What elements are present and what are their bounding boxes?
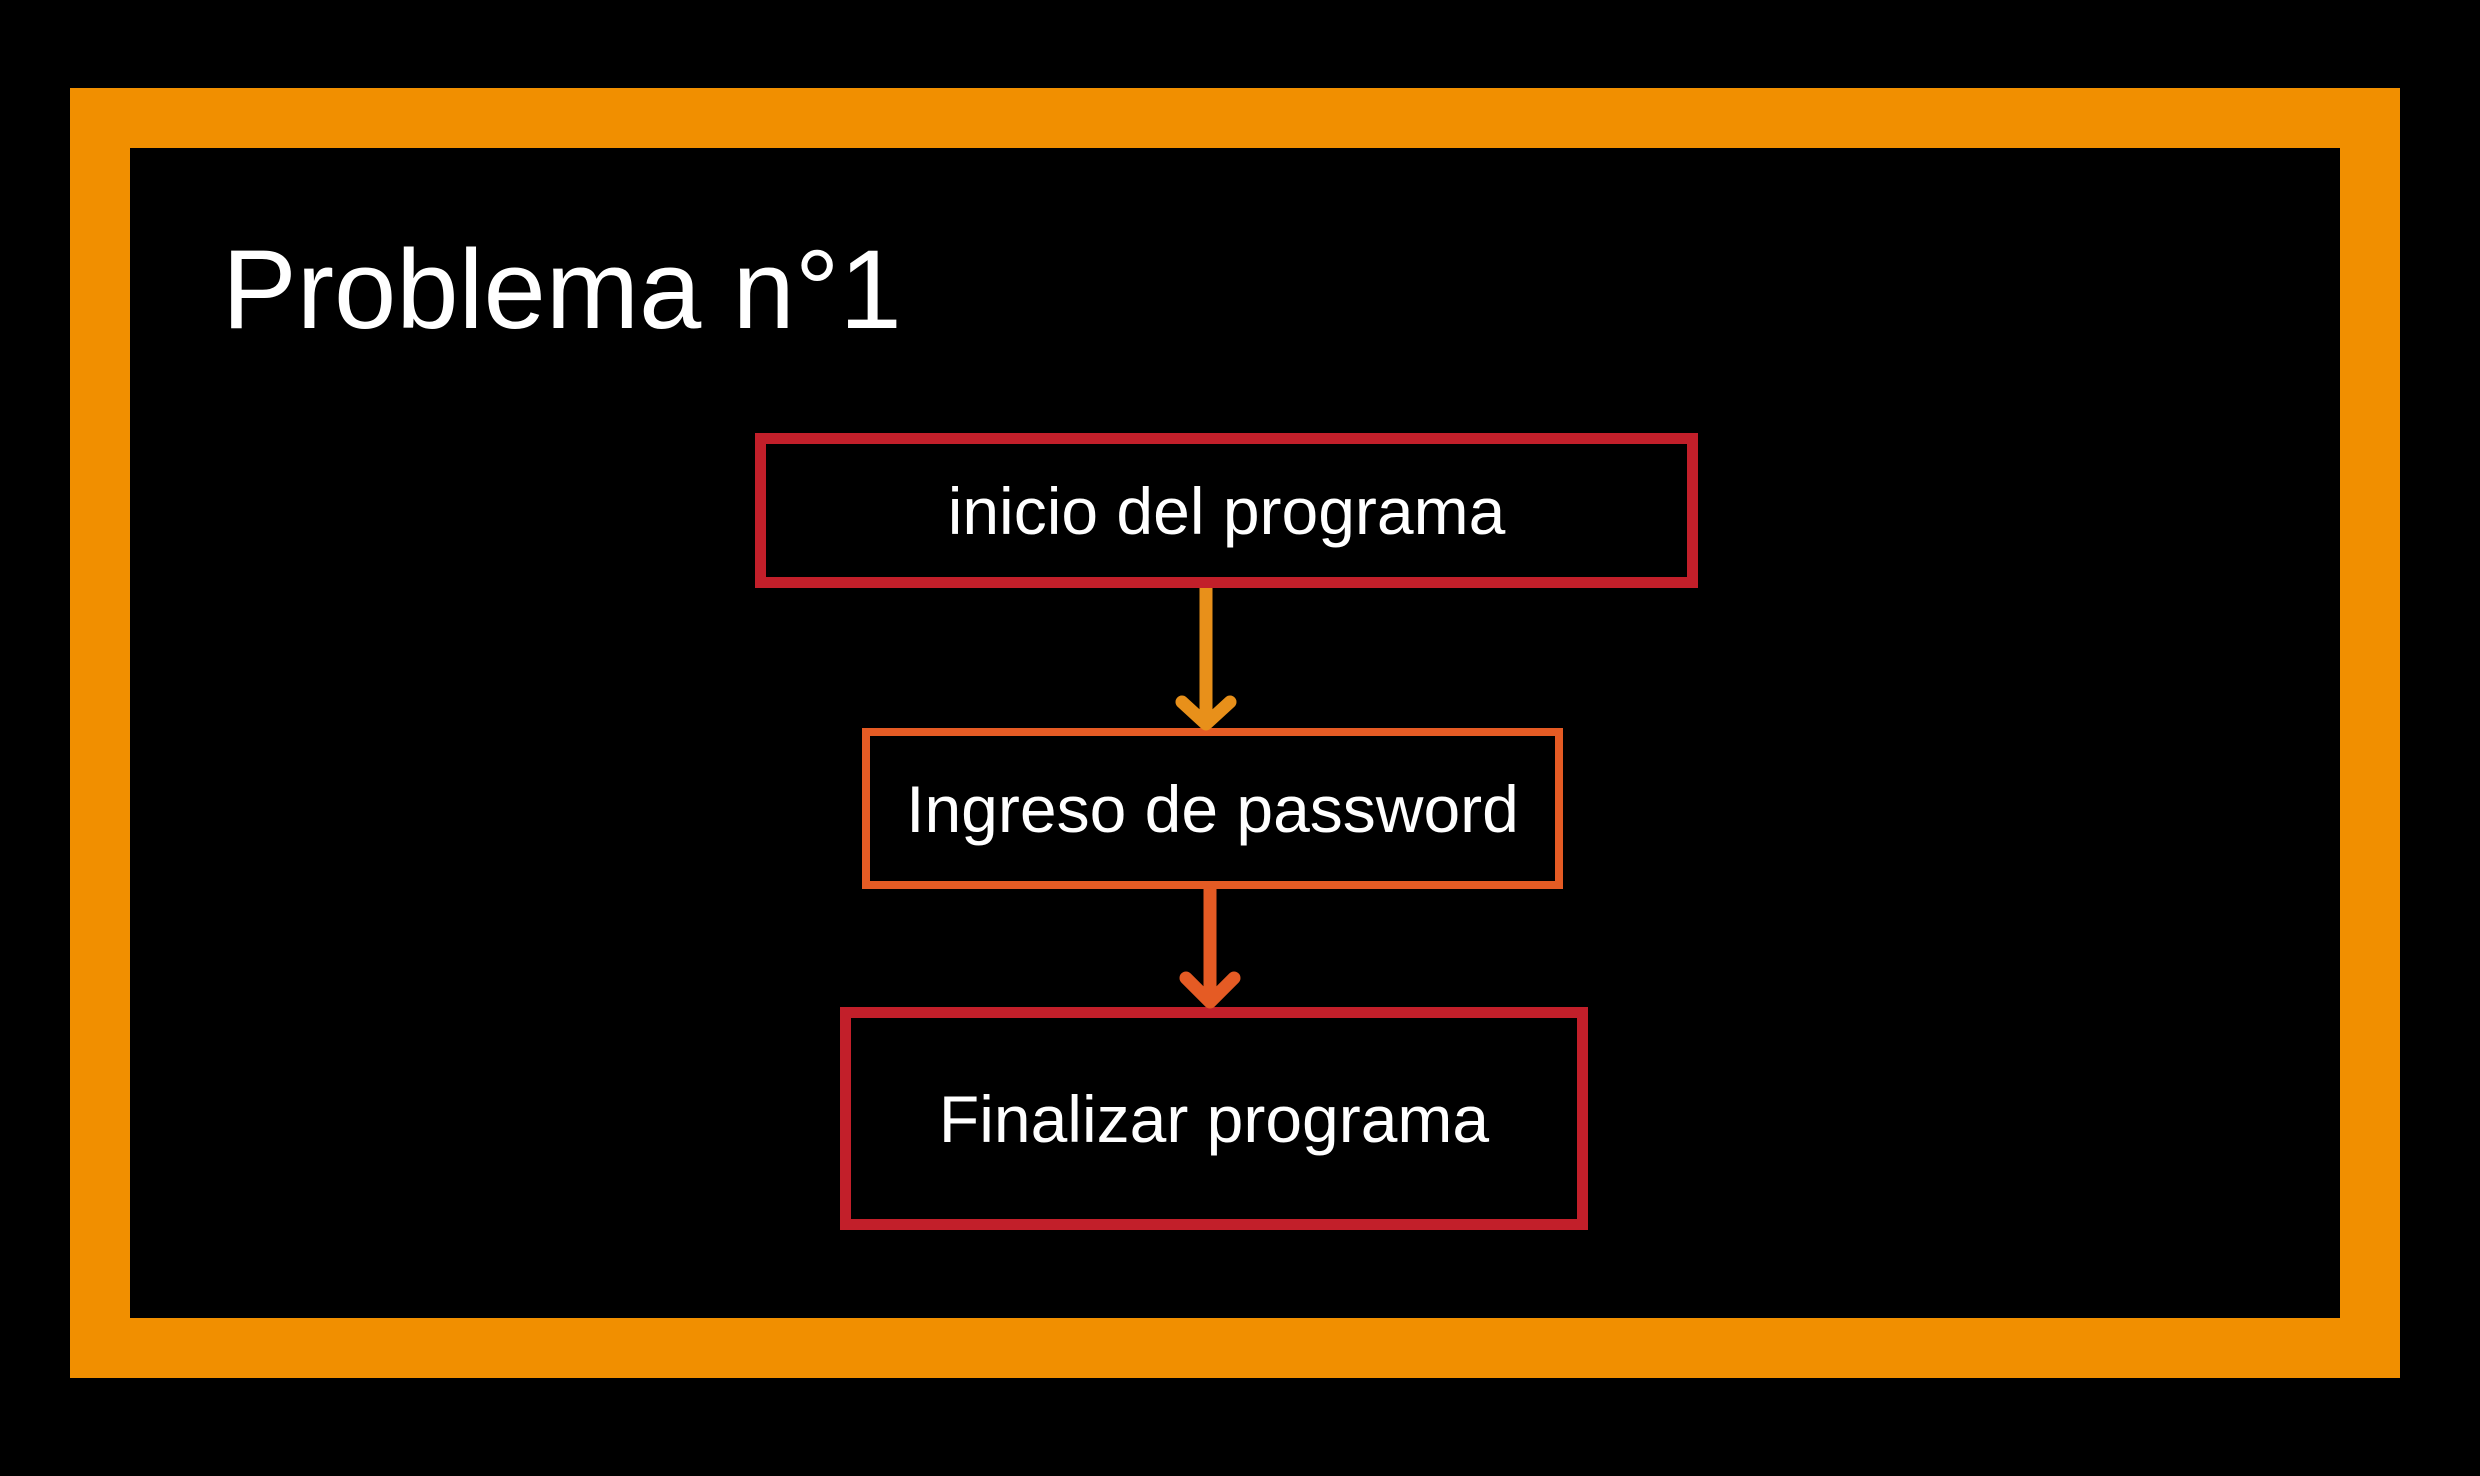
flow-node-start: inicio del programa <box>755 433 1698 588</box>
flow-node-end-label: Finalizar programa <box>938 1081 1490 1156</box>
flow-node-password: Ingreso de password <box>862 728 1563 889</box>
flow-node-password-label: Ingreso de password <box>906 771 1519 846</box>
page-title: Problema n°1 <box>222 227 902 352</box>
flow-node-start-label: inicio del programa <box>947 473 1506 548</box>
flow-node-end: Finalizar programa <box>840 1007 1588 1230</box>
